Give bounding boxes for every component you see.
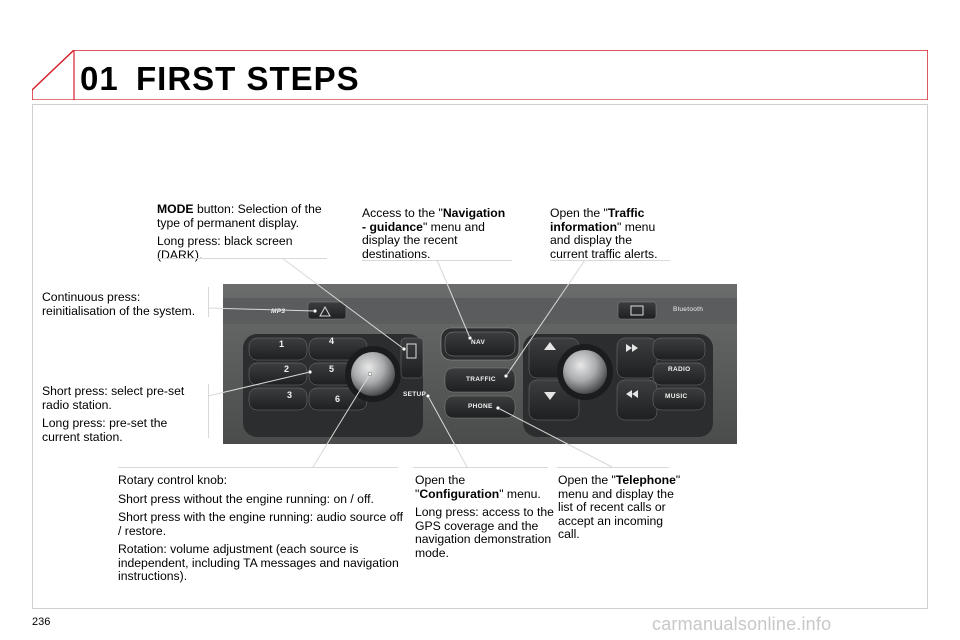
traffic-label: Traffic information: [550, 206, 645, 234]
mode-annotation: MODE button: Selection of the type of pe…: [157, 202, 335, 267]
nav-label: Navigation - guidance: [362, 206, 506, 234]
watermark: carmanualsonline.info: [652, 614, 832, 634]
divider: [550, 260, 670, 261]
chapter-title: FIRST STEPS: [136, 60, 360, 97]
bluetooth-label: Bluetooth: [673, 306, 704, 313]
page-number: 236: [32, 616, 51, 628]
header-tab-shape: [32, 50, 928, 100]
nav-annotation: Access to the "Navigation - guidance" me…: [362, 206, 506, 261]
music-button-label: MUSIC: [665, 393, 688, 400]
preset-6-label: 6: [335, 394, 341, 404]
knob-annotation: Rotary control knob: Short press without…: [118, 473, 404, 583]
nav-button-label: NAV: [471, 339, 486, 346]
chapter-number: 01: [80, 60, 119, 97]
setup-button-label: SETUP: [403, 391, 427, 398]
reset-annotation: Continuous press: reinitialisation of th…: [42, 290, 196, 318]
phone-button-label: PHONE: [468, 403, 493, 410]
traffic-annotation: Open the "Traffic information" menu and …: [550, 206, 658, 261]
preset-2-label: 2: [284, 364, 290, 374]
phone-annotation: Open the "Telephone" menu and display th…: [558, 473, 681, 541]
panel-graphic: [223, 284, 737, 444]
mode-desc: button: Selection of the type of permane…: [157, 202, 322, 230]
chapter-header: [32, 50, 928, 100]
mode-long-press: Long press: black screen (DARK).: [157, 234, 293, 262]
mp3-label: MP3: [271, 308, 286, 315]
preset-5-label: 5: [329, 364, 335, 374]
divider: [362, 260, 512, 261]
divider: [118, 467, 398, 468]
control-panel-illustration: MP3 Bluetooth NAV TRAFFIC PHONE SETUP RA…: [223, 284, 737, 444]
phone-label: Telephone: [615, 473, 676, 487]
divider: [413, 467, 548, 468]
divider: [208, 384, 209, 438]
preset-1-label: 1: [279, 339, 285, 349]
preset-3-label: 3: [287, 390, 293, 400]
preset-annotation: Short press: select pre-set radio statio…: [42, 384, 185, 444]
divider: [557, 467, 669, 468]
traffic-button-label: TRAFFIC: [466, 376, 496, 383]
setup-label: Configuration: [419, 486, 500, 501]
divider: [208, 287, 209, 317]
radio-button-label: RADIO: [668, 366, 691, 373]
content-frame: [32, 104, 928, 609]
divider: [157, 258, 327, 259]
preset-4-label: 4: [329, 336, 335, 346]
setup-annotation: Open the "Configuration" menu. Long pres…: [415, 473, 554, 560]
mode-label: MODE: [157, 202, 194, 216]
